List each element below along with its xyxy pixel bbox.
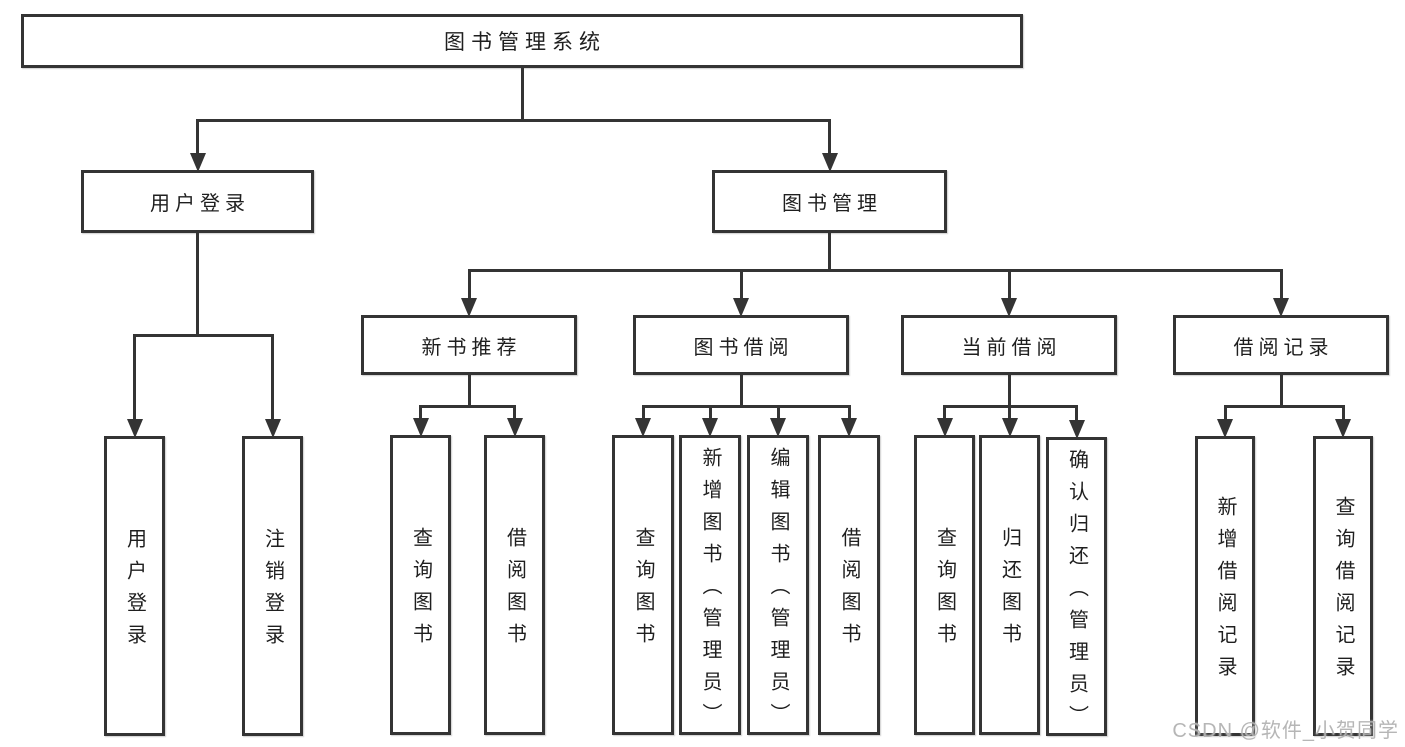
watermark: CSDN @软件_小贺同学: [1172, 720, 1399, 742]
node-leaf-cb-query: 查询图书: [914, 435, 975, 735]
node-book-borrow: 图书借阅: [633, 315, 849, 375]
node-label-book-mgmt: 图书管理: [782, 193, 882, 215]
arrow-down-icon: [821, 153, 838, 172]
arrow-down-icon: [733, 298, 749, 317]
node-label-leaf-logout: 注销登录: [261, 528, 284, 656]
arrow-down-icon: [841, 418, 857, 437]
connector-line-vertical: [1341, 406, 1345, 421]
arrow-down-icon: [770, 418, 786, 437]
connector-line-vertical: [419, 406, 422, 420]
connector-line-vertical: [1279, 270, 1283, 300]
connector-line-horizontal: [196, 118, 831, 122]
node-label-leaf-cb-query: 查询图书: [933, 527, 956, 655]
connector-line-horizontal: [419, 404, 516, 408]
connector-line-vertical: [847, 406, 851, 420]
node-root: 图书管理系统: [21, 14, 1023, 68]
arrow-down-icon: [635, 418, 651, 437]
connector-line-vertical: [828, 120, 831, 155]
arrow-down-icon: [1335, 419, 1351, 438]
arrow-down-icon: [264, 419, 281, 438]
node-label-leaf-bb-borrow: 借阅图书: [838, 527, 860, 655]
connector-line-vertical: [1008, 406, 1011, 420]
arrow-down-icon: [506, 418, 523, 437]
connector-line-horizontal: [467, 268, 1283, 272]
arrow-down-icon: [412, 418, 429, 437]
node-leaf-user-login: 用户登录: [104, 436, 165, 736]
node-label-leaf-bb-query: 查询图书: [632, 527, 654, 655]
node-leaf-cb-return: 归还图书: [979, 435, 1040, 735]
node-user-login: 用户登录: [81, 170, 314, 233]
connector-line-vertical: [641, 406, 645, 420]
node-leaf-nbr-borrow: 借阅图书: [484, 435, 545, 735]
arrow-down-icon: [1001, 418, 1018, 437]
node-leaf-logout: 注销登录: [242, 436, 303, 736]
node-book-mgmt: 图书管理: [712, 170, 947, 233]
arrow-down-icon: [936, 418, 953, 437]
connector-line-vertical: [467, 270, 471, 300]
node-label-leaf-nbr-query: 查询图书: [409, 527, 432, 655]
arrow-down-icon: [702, 418, 718, 437]
node-leaf-cb-confirm: 确认归还（管理员）: [1046, 437, 1107, 737]
connector-line-vertical: [513, 406, 516, 420]
arrow-down-icon: [1217, 419, 1233, 438]
connector-line-vertical: [828, 232, 831, 270]
connector-line-vertical: [943, 406, 946, 420]
node-leaf-bb-add: 新增图书（管理员）: [679, 435, 741, 735]
connector-line-vertical: [708, 406, 712, 420]
connector-line-vertical: [739, 270, 743, 300]
node-label-book-borrow: 图书借阅: [693, 336, 794, 359]
connector-line-horizontal: [1223, 404, 1345, 408]
connector-line-vertical: [196, 120, 199, 155]
node-borrow-records: 借阅记录: [1173, 315, 1389, 375]
node-label-leaf-bb-edit: 编辑图书（管理员）: [767, 447, 789, 735]
node-label-leaf-cb-return: 归还图书: [998, 527, 1021, 655]
connector-line-vertical: [133, 335, 136, 421]
connector-line-vertical: [467, 374, 471, 406]
connector-line-vertical: [196, 232, 199, 335]
arrow-down-icon: [126, 419, 143, 438]
arrow-down-icon: [1273, 298, 1289, 317]
node-current-borrow: 当前借阅: [901, 315, 1117, 375]
node-label-root: 图书管理系统: [444, 31, 606, 54]
connector-line-horizontal: [133, 333, 274, 337]
connector-line-vertical: [1007, 374, 1011, 406]
node-label-leaf-br-query: 查询借阅记录: [1332, 496, 1354, 688]
node-label-borrow-records: 借阅记录: [1233, 336, 1334, 359]
connector-line-vertical: [1279, 374, 1283, 406]
node-leaf-nbr-query: 查询图书: [390, 435, 451, 735]
node-leaf-bb-edit: 编辑图书（管理员）: [747, 435, 809, 735]
node-label-leaf-user-login: 用户登录: [123, 528, 146, 656]
connector-line-horizontal: [641, 404, 851, 408]
node-new-book-rec: 新书推荐: [361, 315, 577, 375]
connector-line-vertical: [776, 406, 780, 420]
connector-line-vertical: [1075, 406, 1078, 422]
node-leaf-bb-query: 查询图书: [612, 435, 674, 735]
node-label-leaf-cb-confirm: 确认归还（管理员）: [1065, 448, 1088, 737]
node-label-leaf-bb-add: 新增图书（管理员）: [699, 447, 721, 735]
node-label-new-book-rec: 新书推荐: [421, 336, 522, 359]
node-label-leaf-br-add: 新增借阅记录: [1214, 496, 1236, 688]
arrow-down-icon: [1068, 420, 1085, 439]
node-label-current-borrow: 当前借阅: [961, 336, 1062, 359]
node-label-leaf-nbr-borrow: 借阅图书: [503, 527, 526, 655]
connector-line-vertical: [1223, 406, 1227, 421]
connector-line-vertical: [1007, 270, 1011, 300]
arrow-down-icon: [461, 298, 477, 317]
arrow-down-icon: [1001, 298, 1017, 317]
node-leaf-bb-borrow: 借阅图书: [818, 435, 880, 735]
connector-line-vertical: [739, 374, 743, 406]
node-leaf-br-query: 查询借阅记录: [1313, 436, 1373, 736]
connector-line-vertical: [520, 67, 524, 120]
node-label-user-login: 用户登录: [150, 193, 250, 215]
arrow-down-icon: [189, 153, 206, 172]
connector-line-vertical: [271, 335, 274, 421]
node-leaf-br-add: 新增借阅记录: [1195, 436, 1255, 736]
